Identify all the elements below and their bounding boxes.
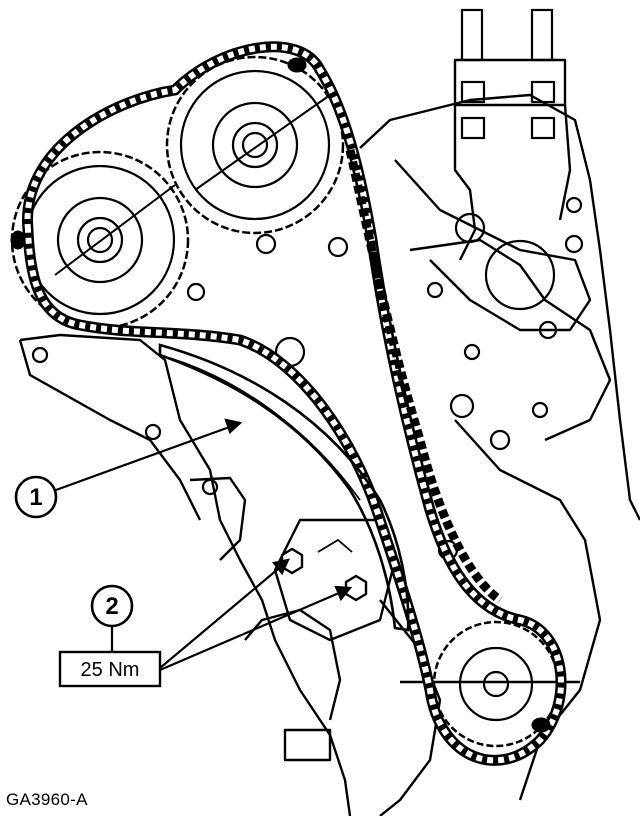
- callout-2: 2: [90, 584, 134, 628]
- timing-chain: [10, 41, 567, 766]
- camshaft-sprocket-right: [165, 55, 345, 235]
- torque-spec-box: 25 Nm: [58, 650, 162, 688]
- callout-2-number: 2: [105, 593, 118, 620]
- callout-1: 1: [14, 475, 58, 519]
- leader-lines: [55, 418, 353, 672]
- torque-spec-label: 25 Nm: [81, 659, 140, 681]
- tensioner-bolts: [280, 538, 368, 602]
- figure-code: GA3960-A: [6, 790, 88, 809]
- callout-1-number: 1: [29, 484, 42, 511]
- cam-bearing-bolts: [31, 8, 584, 561]
- chain-guide: [158, 343, 410, 632]
